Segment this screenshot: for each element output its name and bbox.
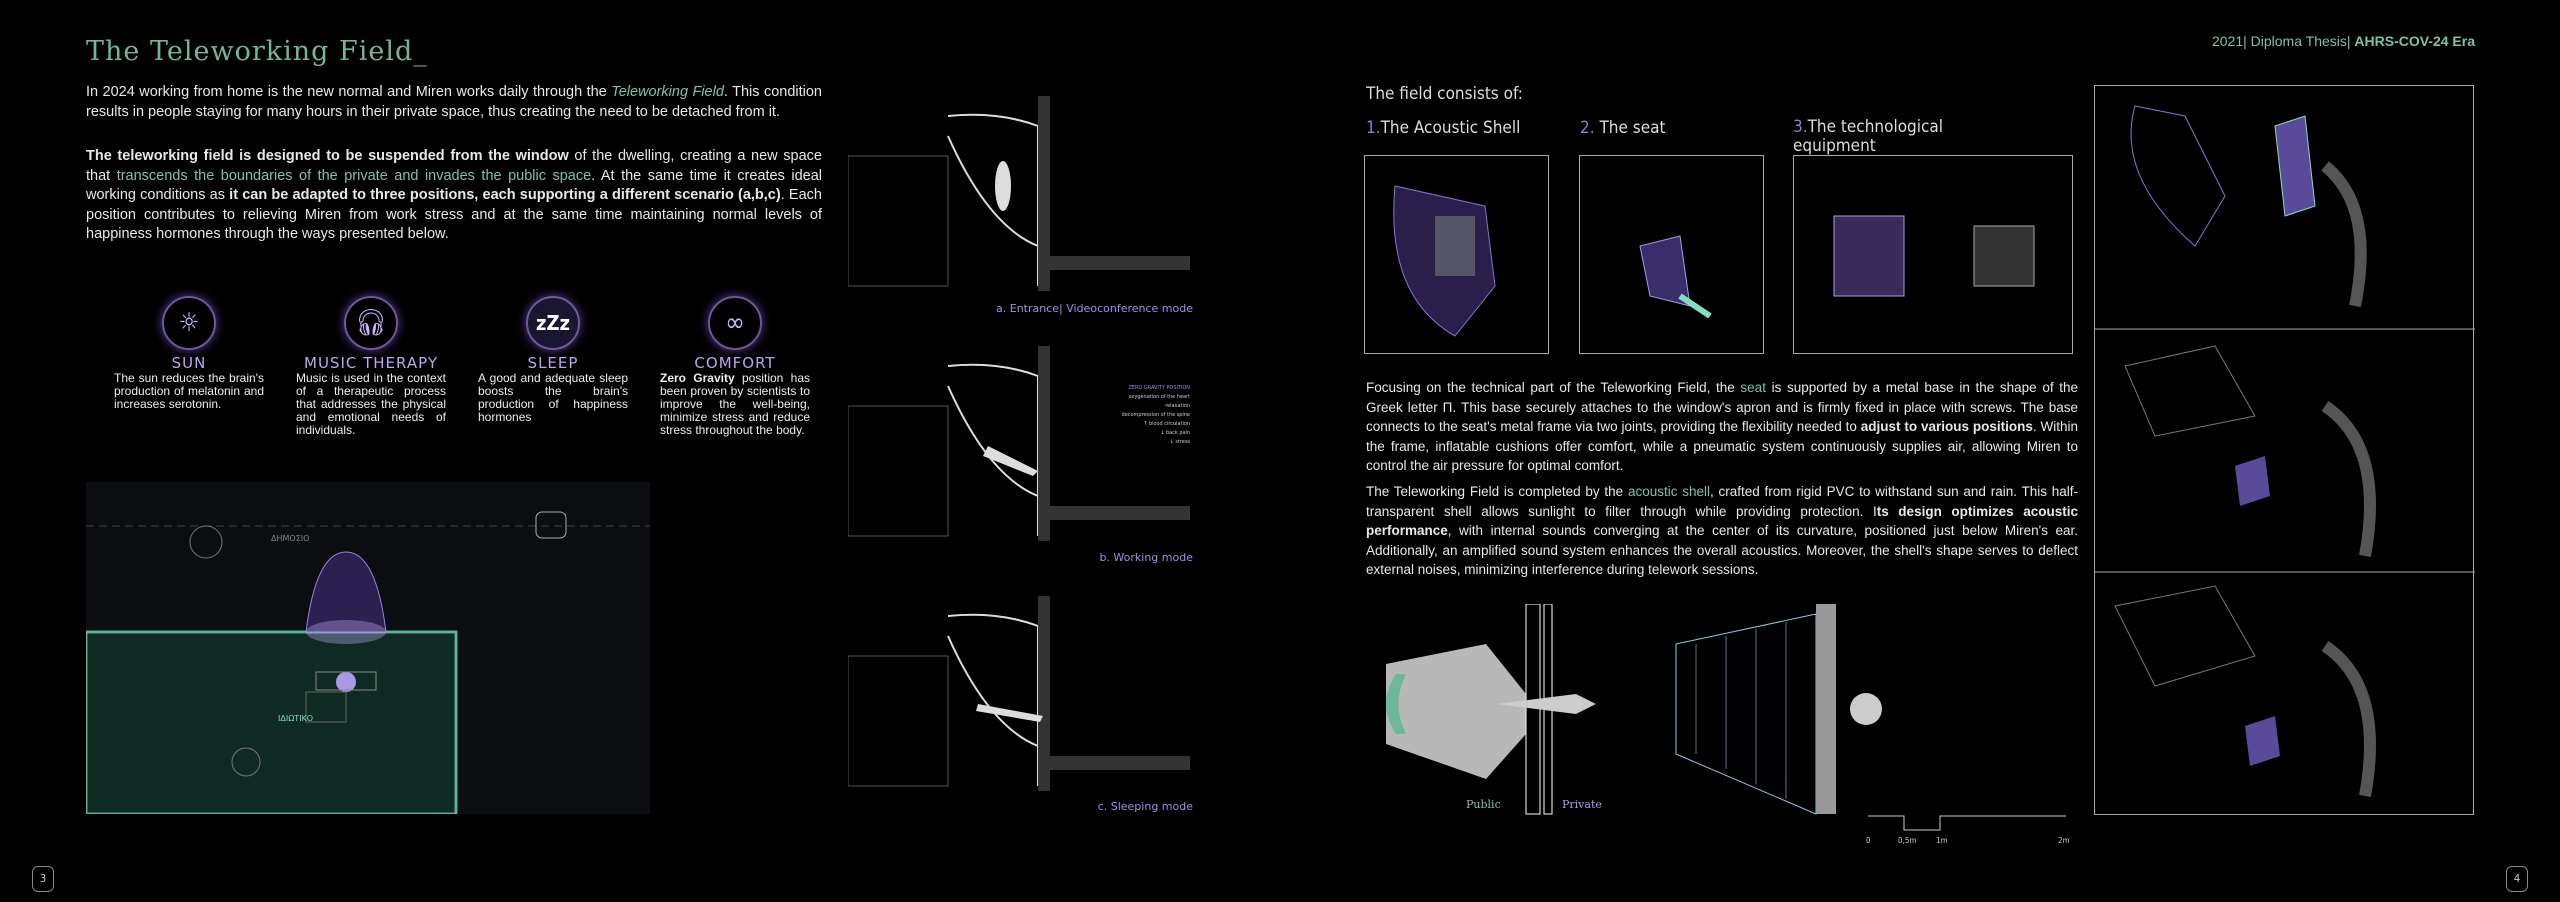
part-1-title: 1.The Acoustic Shell xyxy=(1366,118,1520,138)
section-drawings-svg xyxy=(847,96,1190,791)
part-2-title: 2. The seat xyxy=(1580,118,1666,138)
scale-bar: 0 0,5m 1m 2m xyxy=(1866,814,2070,850)
zero-gravity-title: ZERO GRAVITY POSITION xyxy=(1128,385,1190,391)
bold: adjust to various positions xyxy=(1860,419,2033,434)
page-number-left: 3 xyxy=(32,866,54,892)
seat-image xyxy=(1579,155,1764,354)
text: The Teleworking Field is completed by th… xyxy=(1366,484,1628,499)
part-name: The Acoustic Shell xyxy=(1380,118,1521,138)
benefit-text: A good and adequate sleep boosts the bra… xyxy=(478,371,628,424)
header-year: 2021| Diploma Thesis| xyxy=(2211,33,2355,49)
acoustic-shell-image xyxy=(1364,155,1549,354)
tech-equipment-image xyxy=(1793,155,2073,354)
scale-bar-svg xyxy=(1868,815,2066,831)
scale-tick: 0,5m xyxy=(1898,836,1917,845)
zzz-icon: zZz xyxy=(526,296,580,350)
site-plan-image: ΔΗΜΟΣΙΟ ΙΔΙΩΤΙΚΟ xyxy=(84,482,650,816)
axonometric-views xyxy=(2094,85,2475,815)
bold: it can be adapted to three positions, ea… xyxy=(229,187,781,203)
scale-tick: 1m xyxy=(1936,836,1948,845)
text: In 2024 working from home is the new nor… xyxy=(86,84,612,100)
text: Focusing on the technical part of the Te… xyxy=(1366,380,1741,395)
seat-paragraph: Focusing on the technical part of the Te… xyxy=(1366,378,2078,476)
zg-item: decompression of the spine xyxy=(1121,412,1190,418)
bold: Zero Gravity xyxy=(660,371,735,385)
zg-item: ↑ blood circulation xyxy=(1143,421,1190,427)
private-label: Private xyxy=(1562,798,1602,811)
shell-paragraph: The Teleworking Field is completed by th… xyxy=(1366,482,2078,580)
acoustic-diagrams: Public Private xyxy=(1366,603,2066,819)
highlight: seat xyxy=(1740,380,1766,395)
zg-item: oxygenation of the heart xyxy=(1128,394,1190,400)
plan-label-public: ΔΗΜΟΣΙΟ xyxy=(271,534,310,543)
design-paragraph: The teleworking field is designed to be … xyxy=(86,147,822,245)
footprint-icon: ∞ xyxy=(708,296,762,350)
text: is supported by a metal base in the shap… xyxy=(1366,380,2078,434)
benefit-label: SLEEP xyxy=(527,354,579,372)
part-number: 3. xyxy=(1793,117,1808,137)
header-project: AHRS-COV-24 Era xyxy=(2354,33,2475,49)
intro-paragraph: In 2024 working from home is the new nor… xyxy=(86,83,822,122)
text: . This condition results in people stayi… xyxy=(86,84,822,120)
part-name: The technological equipment xyxy=(1793,117,1944,156)
page-title: The Teleworking Field_ xyxy=(86,36,428,67)
highlight: acoustic shell xyxy=(1627,484,1710,499)
benefit-text: Zero Gravity position has been proven by… xyxy=(660,372,810,437)
bold: The teleworking field is designed to be … xyxy=(86,148,569,164)
zg-item: ↓ back pain xyxy=(1160,430,1190,436)
text: , crafted from rigid PVC to withstand su… xyxy=(1366,484,2078,519)
scale-tick: 0 xyxy=(1866,836,1871,845)
benefit-label: MUSIC THERAPY xyxy=(304,354,438,372)
zg-item: ↓ stress xyxy=(1169,439,1190,445)
zg-item: relaxation xyxy=(1165,403,1190,409)
text: . Within the frame, inflatable cushions … xyxy=(1366,419,2079,473)
public-label: Public xyxy=(1466,798,1501,811)
text: , with internal sounds converging at the… xyxy=(1366,523,2078,577)
text: . Each position contributes to relieving… xyxy=(86,187,822,242)
header-text: 2021| Diploma Thesis| AHRS-COV-24 Era xyxy=(2212,33,2475,49)
benefit-text: The sun reduces the brain's production o… xyxy=(114,371,264,411)
headphones-icon: 🎧︎ xyxy=(344,296,398,350)
axonometric-svg xyxy=(2095,105,2475,798)
benefit-label: COMFORT xyxy=(694,354,776,372)
bold: ts design optimizes acoustic performance xyxy=(1366,503,2078,539)
benefit-text: Music is used in the context of a therap… xyxy=(296,371,446,437)
highlight: transcends the boundaries of the private… xyxy=(116,167,592,184)
scale-tick: 2m xyxy=(2058,836,2070,845)
part-number: 2. xyxy=(1580,118,1595,138)
text: of the dwelling, creating a new space th… xyxy=(86,148,822,184)
sun-icon: ☼ xyxy=(162,296,216,350)
emphasis: Teleworking Field xyxy=(611,84,724,100)
text: . At the same time it creates ideal work… xyxy=(86,167,822,204)
benefit-label: SUN xyxy=(171,354,207,372)
zero-gravity-list: ZERO GRAVITY POSITION oxygenation of the… xyxy=(1110,384,1190,447)
acoustic-diagrams-svg xyxy=(1386,603,1882,815)
part-name: The seat xyxy=(1599,118,1666,138)
part-number: 1. xyxy=(1366,118,1381,138)
mode-caption-a: a. Entrance| Videoconference mode xyxy=(996,302,1193,315)
mode-caption-c: c. Sleeping mode xyxy=(1097,800,1193,813)
consists-heading: The field consists of: xyxy=(1366,84,1523,104)
plan-label-private: ΙΔΙΩΤΙΚΟ xyxy=(278,714,314,723)
section-drawings: a. Entrance| Videoconference mode ZERO G… xyxy=(847,96,1193,816)
text: position has been proven by scientists t… xyxy=(660,371,810,437)
part-3-title: 3.The technological equipment xyxy=(1793,118,1973,156)
page-number-right: 4 xyxy=(2506,866,2528,892)
mode-caption-b: b. Working mode xyxy=(1099,551,1193,564)
site-plan-drawing xyxy=(84,511,650,816)
